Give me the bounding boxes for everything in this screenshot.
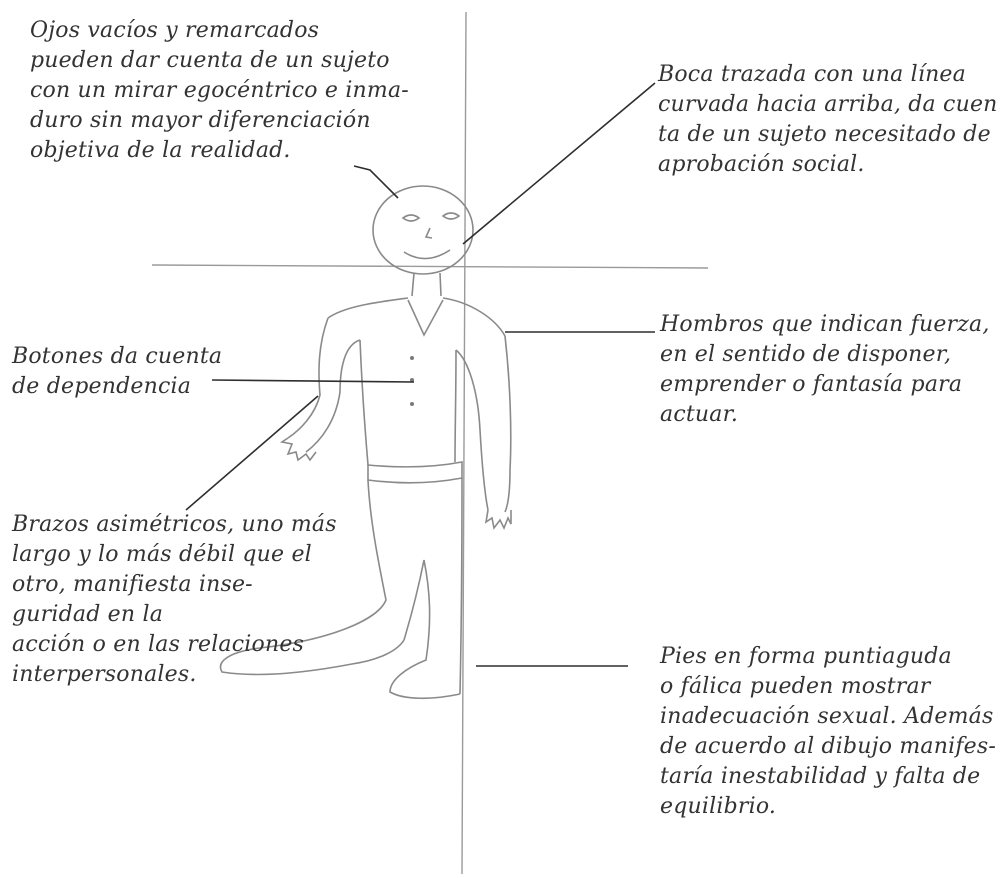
- button-dot: [410, 356, 414, 360]
- note-line: actuar.: [660, 402, 739, 427]
- torso-left-side: [359, 339, 369, 466]
- left-hand: [279, 437, 317, 462]
- figure-body: [327, 272, 506, 484]
- figure-arms: [279, 317, 512, 530]
- figure-legs: [219, 477, 463, 700]
- left-arm-inner: [305, 339, 361, 453]
- eyes-pointer: [353, 165, 399, 199]
- note-line: inadecuación sexual. Además: [660, 704, 994, 729]
- note-mouth: Boca trazada con una línea curvada hacia…: [658, 60, 998, 180]
- note-line: aprobación social.: [658, 152, 865, 177]
- right-arm-inner: [455, 349, 489, 511]
- note-line: Boca trazada con una línea: [658, 62, 966, 87]
- note-line: pueden dar cuenta de un sujeto: [30, 48, 390, 73]
- annotation-pointers: [185, 82, 656, 667]
- belt: [367, 461, 463, 484]
- note-line: Pies en forma puntiaguda: [660, 644, 952, 669]
- mouth-pointer: [462, 82, 656, 245]
- note-line: acción o en las relaciones: [12, 632, 305, 657]
- note-line: emprender o fantasía para: [660, 372, 963, 397]
- right-shoulder: [442, 297, 506, 337]
- note-arms: Brazos asimétricos, uno más largo y lo m…: [12, 510, 337, 690]
- note-line: Hombros que indican fuerza,: [660, 312, 990, 337]
- arms-pointer: [185, 395, 319, 511]
- note-line: curvada hacia arriba, da cuen: [658, 92, 998, 117]
- right-eye: [441, 212, 461, 220]
- left-arm-outer: [287, 317, 329, 439]
- vertical-guide-line: [461, 11, 467, 875]
- note-line: de dependencia: [12, 374, 192, 399]
- note-line: o fálica pueden mostrar: [660, 674, 931, 699]
- left-eye: [401, 214, 421, 222]
- note-line: guridad en la: [12, 602, 164, 627]
- note-line: equilibrio.: [660, 794, 777, 819]
- note-eyes: Ojos vacíos y remarcados pueden dar cuen…: [30, 16, 409, 166]
- note-line: largo y lo más débil que el: [12, 542, 312, 567]
- note-line: Ojos vacíos y remarcados: [30, 18, 320, 43]
- note-line: ta de un sujeto necesitado de: [658, 122, 991, 147]
- left-shoulder: [327, 297, 409, 319]
- button-dot: [410, 402, 414, 406]
- shirt-collar: [407, 299, 444, 337]
- figure-head: [372, 185, 474, 275]
- nose: [424, 227, 433, 239]
- note-line: interpersonales.: [12, 662, 197, 687]
- note-line: de acuerdo al dibujo manifes-: [660, 734, 997, 759]
- horizontal-guide-line: [151, 264, 709, 269]
- note-line: taría inestabilidad y falta de: [660, 764, 981, 789]
- note-feet: Pies en forma puntiaguda o fálica pueden…: [660, 642, 996, 822]
- head-outline: [372, 185, 474, 275]
- right-arm-outer: [504, 335, 512, 513]
- note-line: duro sin mayor diferenciación: [30, 108, 371, 133]
- right-hand: [484, 509, 512, 530]
- inner-leg: [389, 559, 461, 700]
- mouth-curve: [403, 249, 451, 260]
- neck: [411, 272, 442, 297]
- buttons-pointer: [211, 379, 415, 383]
- note-line: en el sentido de disponer,: [660, 342, 952, 367]
- button-dot: [410, 378, 414, 382]
- note-buttons: Botones da cuenta de dependencia: [12, 342, 222, 402]
- note-line: Brazos asimétricos, uno más: [12, 512, 337, 537]
- note-line: con un mirar egocéntrico e inma-: [30, 78, 409, 103]
- note-line: Botones da cuenta: [12, 344, 223, 369]
- note-line: otro, manifiesta inse-: [12, 572, 253, 597]
- shirt-buttons: [410, 356, 414, 406]
- note-shoulders: Hombros que indican fuerza, en el sentid…: [660, 310, 990, 430]
- right-leg: [459, 477, 463, 695]
- torso-right-side: [454, 349, 457, 463]
- left-leg: [219, 479, 405, 676]
- note-line: objetiva de la realidad.: [30, 138, 291, 163]
